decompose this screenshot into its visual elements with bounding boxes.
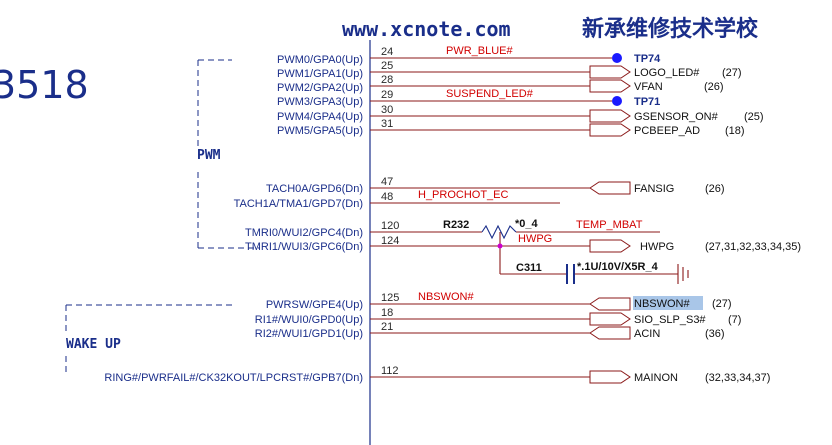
resistor-ref: R232 [443,219,469,231]
ref-vfan: (26) [704,81,724,93]
net-nbswon: NBSWON# [418,291,475,303]
pin-label-gpc4: TMRI0/WUI2/GPC4(Dn) [245,227,363,239]
capacitor-ref: C311 [516,262,542,274]
pin-number-47: 47 [381,176,393,188]
pin-number-21: 21 [381,321,393,333]
pin-label-gpa2: PWM2/GPA2(Up) [277,82,363,94]
port-logo-led [589,65,631,79]
pin-number-24: 24 [381,46,393,58]
ref-sio-slp-s3: (7) [728,314,741,326]
junction-dot [497,243,503,249]
pin-label-gpb7: RING#/PWRFAIL#/CK32KOUT/LPCRST#/GPB7(Dn) [104,372,363,384]
resistor-symbol [481,224,517,240]
ref-acin: (36) [705,328,725,340]
net-pwr-blue: PWR_BLUE# [446,45,514,57]
port-acin [589,326,631,340]
pin-number-29: 29 [381,89,393,101]
resistor-value: *0_4 [515,218,539,230]
testpoint-tp74: TP74 [634,53,661,65]
port-gsensor-on [589,109,631,123]
testpoint-tp74-dot [612,53,622,63]
watermark-school: 新承维修技术学校 [582,16,759,42]
port-label-sio-slp-s3: SIO_SLP_S3# [634,314,706,326]
pin-label-gpa1: PWM1/GPA1(Up) [277,68,363,80]
port-label-logo-led: LOGO_LED# [634,67,700,79]
ref-fansig: (26) [705,183,725,195]
port-label-pcbeep-ad: PCBEEP_AD [634,125,700,137]
ref-pcbeep-ad: (18) [725,125,745,137]
port-mainon [589,370,631,384]
pin-number-28: 28 [381,74,393,86]
net-suspend-led: SUSPEND_LED# [446,88,534,100]
pin-label-gpa4: PWM4/GPA4(Up) [277,111,363,123]
port-sio-slp-s3 [589,312,631,326]
pin-label-gpd7: TACH1A/TMA1/GPD7(Dn) [234,198,363,210]
port-label-fansig: FANSIG [634,183,674,195]
pin-number-25: 25 [381,60,393,72]
pin-number-120: 120 [381,220,399,232]
port-label-nbswon: NBSWON# [634,298,691,310]
group-label-wakeup: WAKE UP [66,337,121,352]
capacitor-value: *.1U/10V/X5R_4 [577,261,659,273]
pin-label-gpd0: RI1#/WUI0/GPD0(Up) [255,314,363,326]
watermark-url: www.xcnote.com [342,17,511,41]
port-nbswon [589,297,631,311]
port-label-acin: ACIN [634,328,660,340]
pin-label-gpd1: RI2#/WUI1/GPD1(Up) [255,328,363,340]
ref-mainon: (32,33,34,37) [705,372,770,384]
ref-hwpg: (27,31,32,33,34,35) [705,241,801,253]
pin-label-gpd6: TACH0A/GPD6(Dn) [266,183,363,195]
net-hwpg: HWPG [518,233,552,245]
pin-number-30: 30 [381,104,393,116]
port-label-hwpg: HWPG [640,241,674,253]
port-hwpg [589,239,631,253]
pin-number-124: 124 [381,235,399,247]
ref-logo-led: (27) [722,67,742,79]
testpoint-tp71-dot [612,96,622,106]
port-vfan [589,79,631,93]
pin-number-112: 112 [381,365,399,377]
net-h-prochot: H_PROCHOT_EC [418,189,509,201]
pin-label-gpe4: PWRSW/GPE4(Up) [266,299,363,311]
ref-nbswon: (27) [712,298,732,310]
port-label-gsensor-on: GSENSOR_ON# [634,111,719,123]
pin-number-125: 125 [381,292,399,304]
pin-number-48: 48 [381,191,393,203]
pin-number-31: 31 [381,118,393,130]
chip-part-label: 3518 [0,63,89,107]
pin-label-gpa5: PWM5/GPA5(Up) [277,125,363,137]
port-label-vfan: VFAN [634,81,663,93]
port-fansig [589,181,631,195]
pin-number-18: 18 [381,307,393,319]
port-pcbeep-ad [589,123,631,137]
port-label-mainon: MAINON [634,372,678,384]
pin-label-gpa0: PWM0/GPA0(Up) [277,54,363,66]
net-temp-mbat: TEMP_MBAT [576,219,643,231]
ref-gsensor-on: (25) [744,111,764,123]
ground-symbol [677,264,689,284]
group-label-pwm: PWM [197,148,221,163]
testpoint-tp71: TP71 [634,96,660,108]
pin-label-gpc6: TMRI1/WUI3/GPC6(Dn) [245,241,363,253]
nbswon-highlight [633,296,703,310]
pin-label-gpa3: PWM3/GPA3(Up) [277,96,363,108]
